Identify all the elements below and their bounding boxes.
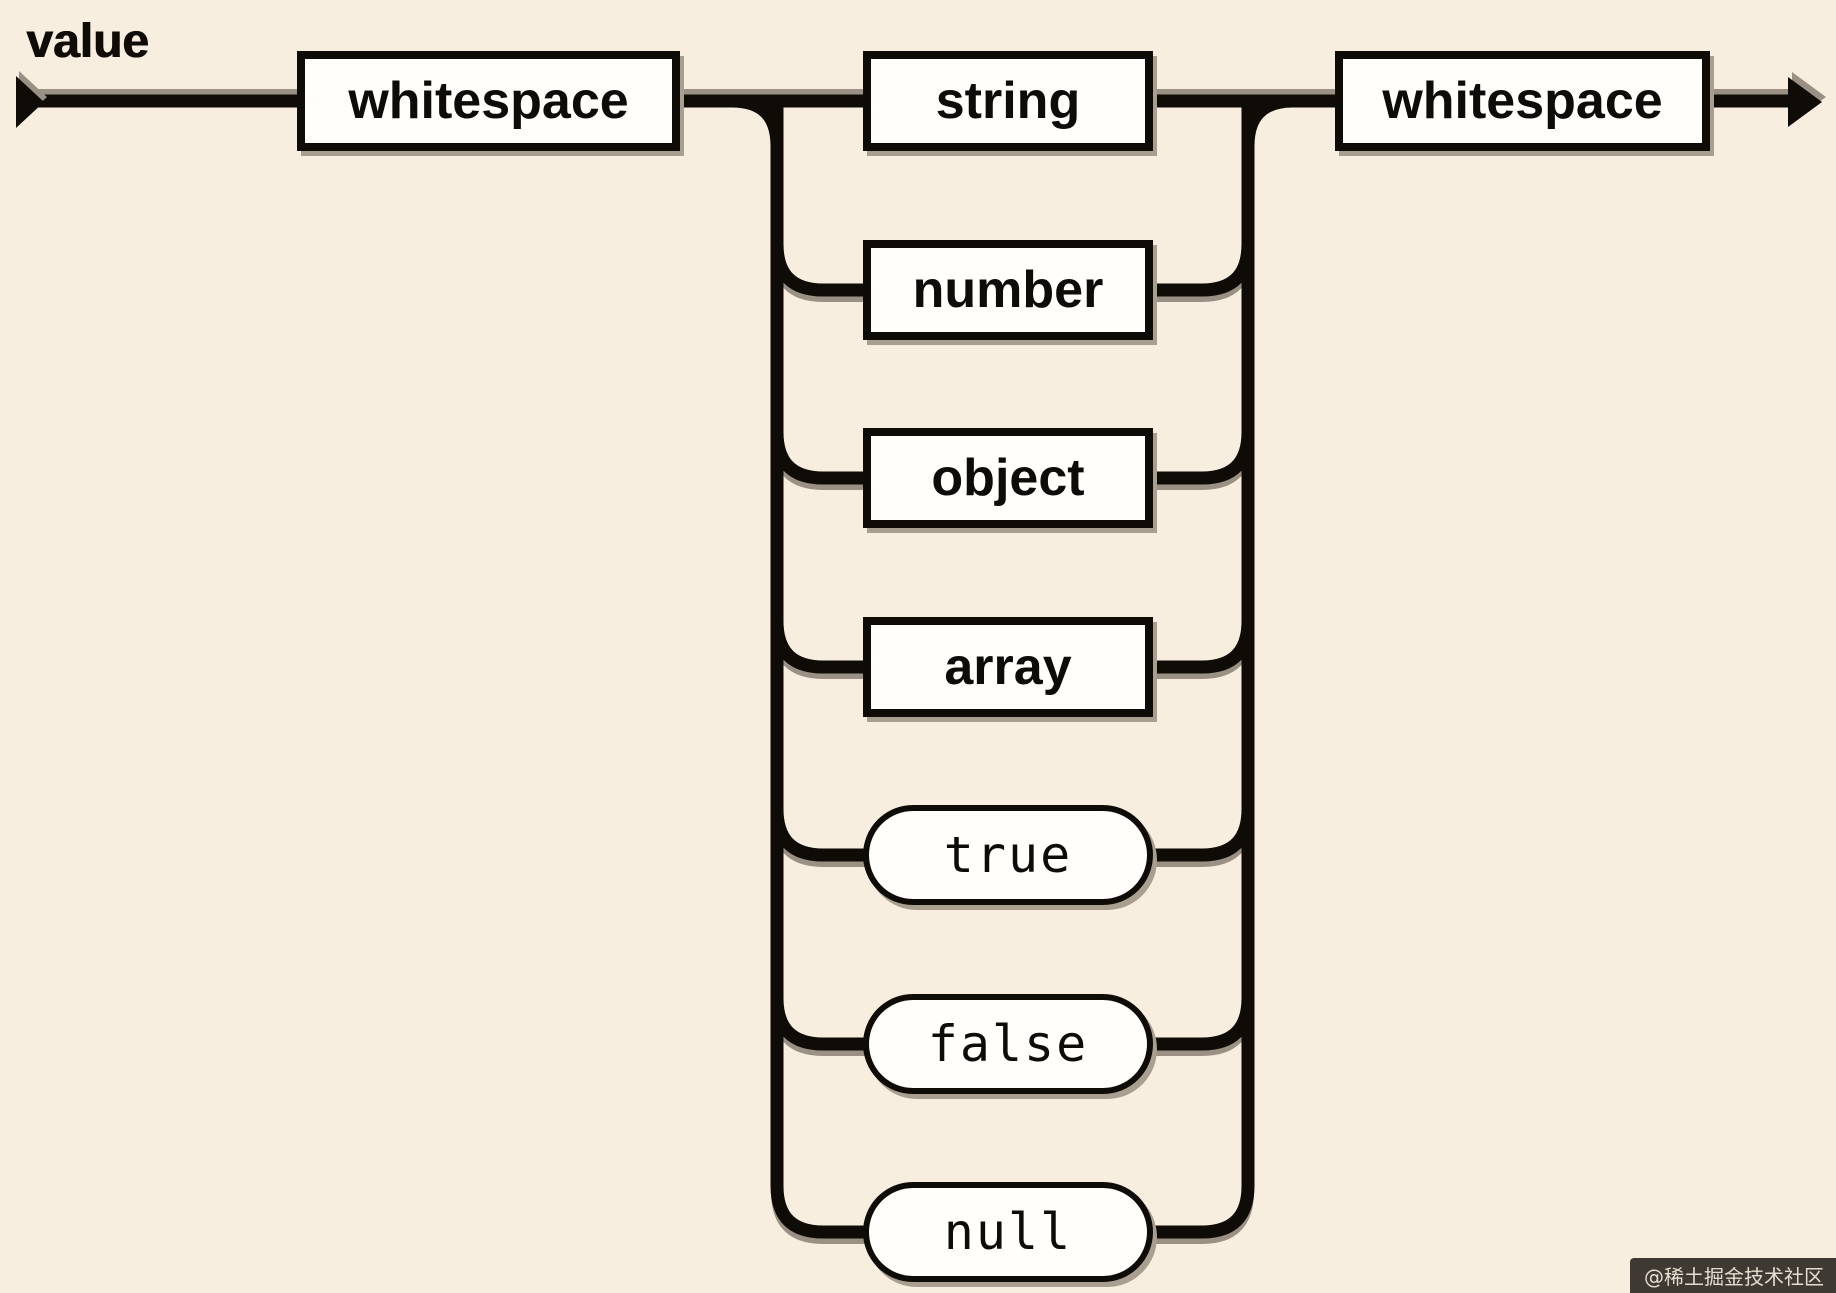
- node-label: object: [931, 449, 1085, 507]
- node-null: null: [863, 1182, 1153, 1282]
- node-label: array: [944, 638, 1072, 696]
- node-label: whitespace: [1382, 72, 1663, 130]
- node-label: string: [935, 72, 1081, 130]
- watermark-badge: @稀土掘金技术社区: [1630, 1258, 1836, 1293]
- node-label: null: [943, 1203, 1073, 1261]
- start-arrow: [16, 76, 44, 128]
- node-false: false: [863, 994, 1153, 1094]
- rule-title: value: [26, 15, 149, 68]
- end-arrow: [1788, 77, 1822, 127]
- node-label: number: [912, 261, 1104, 319]
- node-number: number: [863, 240, 1153, 340]
- node-true: true: [863, 805, 1153, 905]
- node-whitespace-post: whitespace: [1335, 51, 1710, 151]
- node-label: false: [927, 1015, 1089, 1073]
- node-array: array: [863, 617, 1153, 717]
- node-label: whitespace: [348, 72, 629, 130]
- node-label: true: [943, 826, 1073, 884]
- node-object: object: [863, 428, 1153, 528]
- node-whitespace-pre: whitespace: [297, 51, 680, 151]
- node-string: string: [863, 51, 1153, 151]
